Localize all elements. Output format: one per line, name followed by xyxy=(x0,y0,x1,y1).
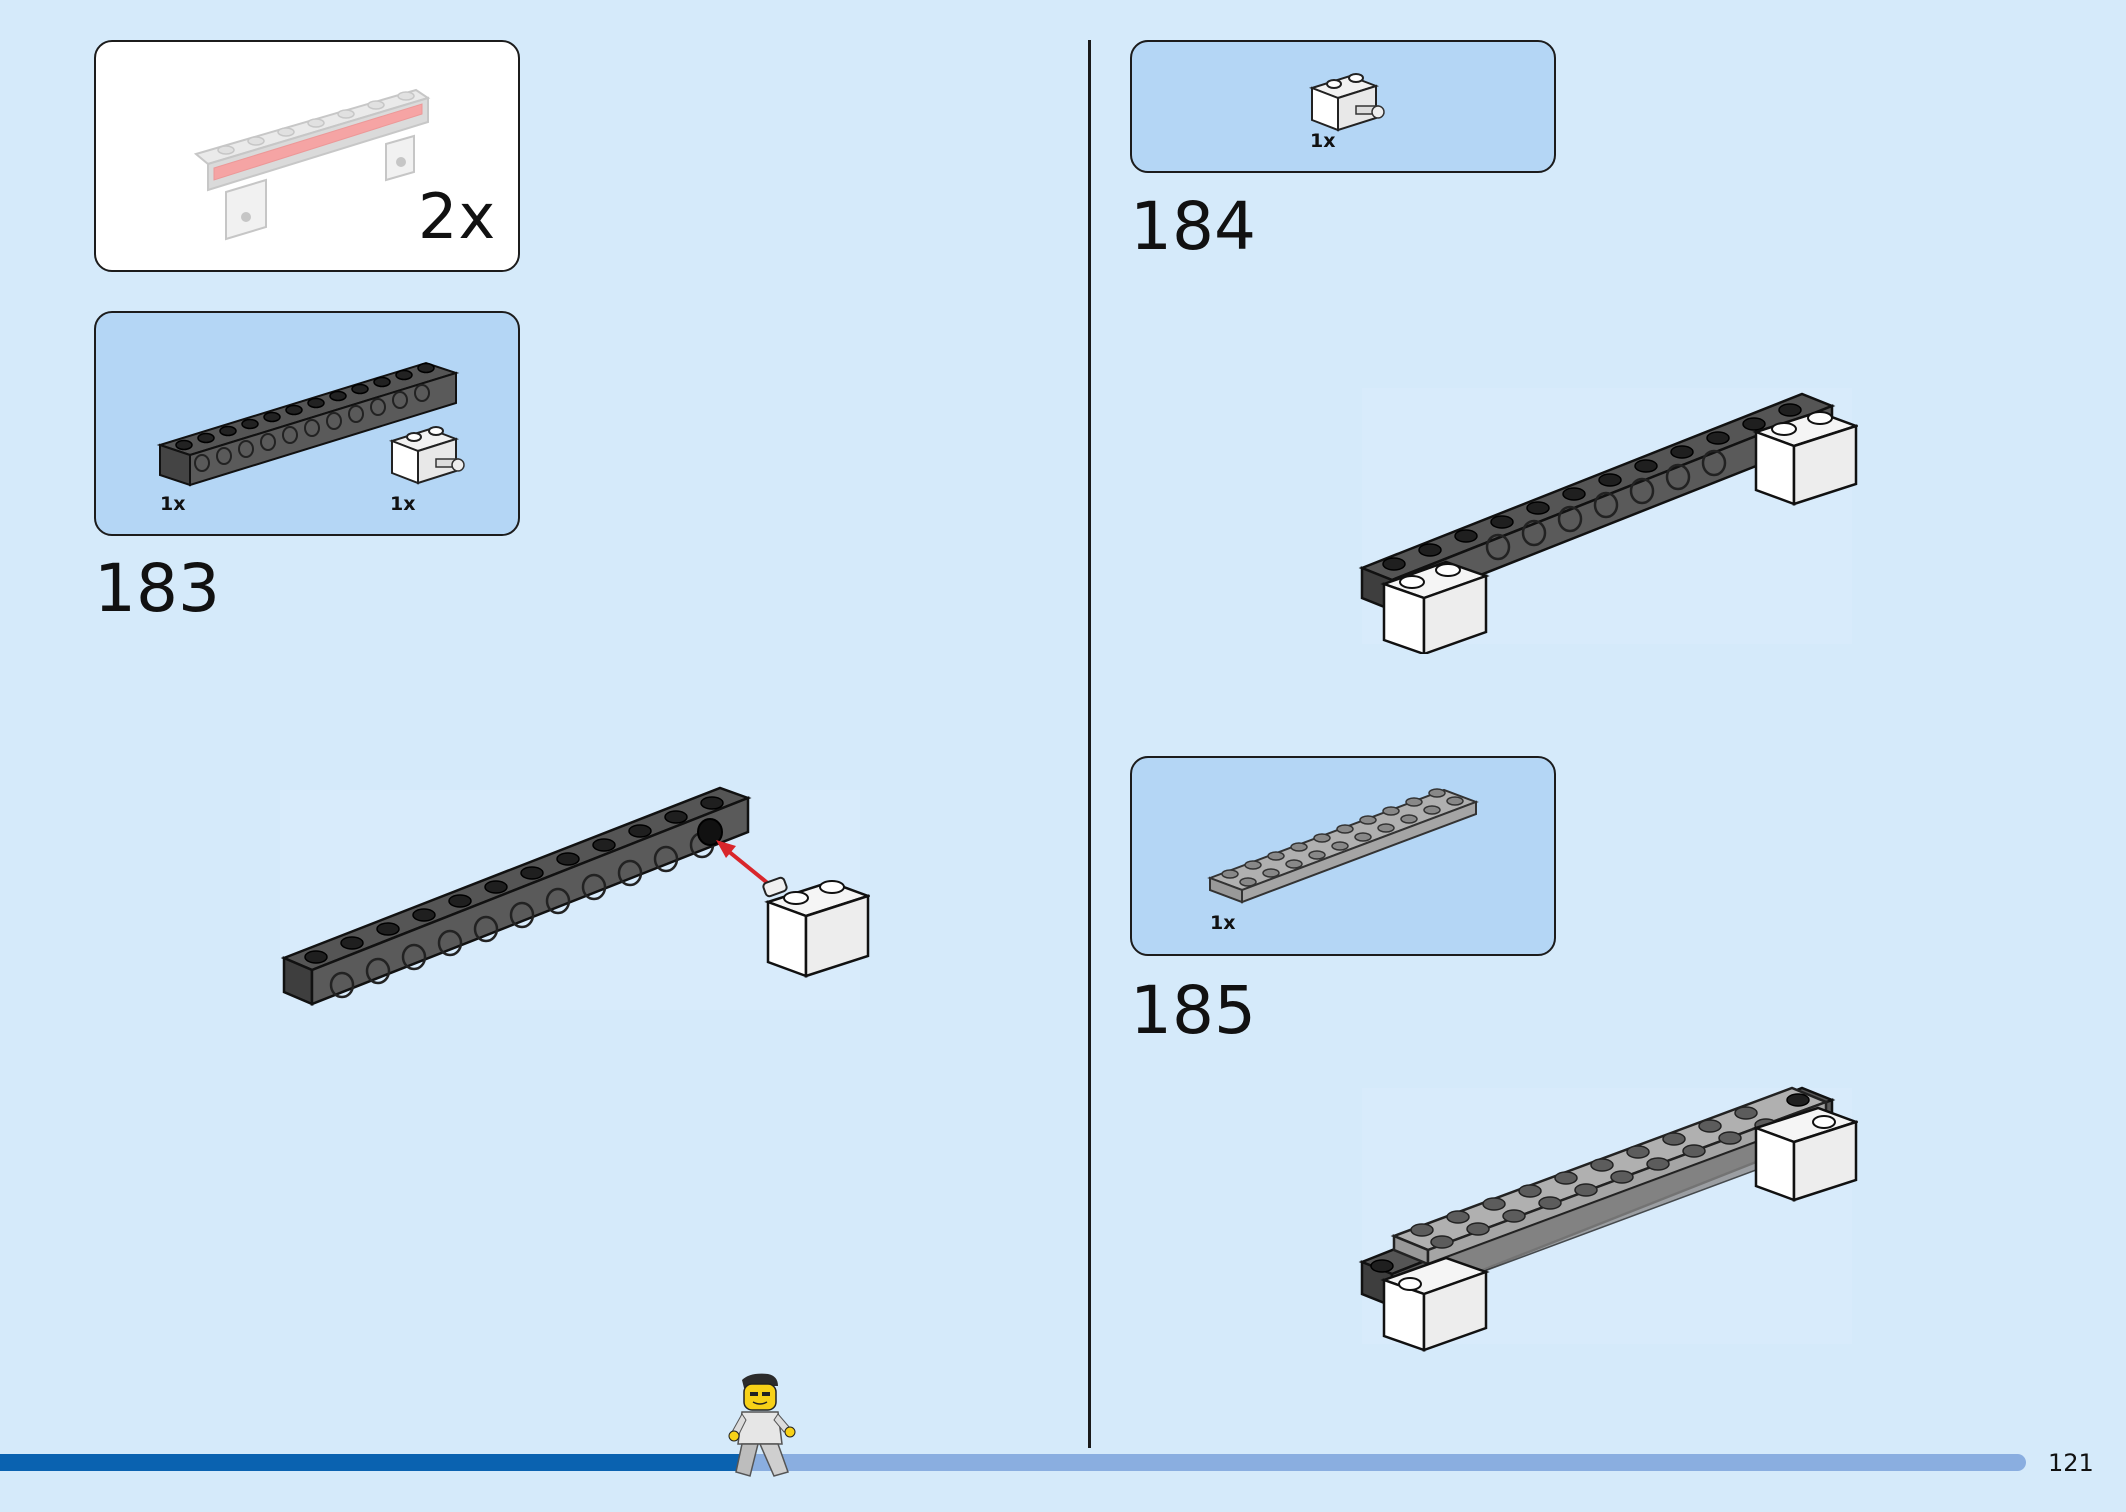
plate-part-image xyxy=(1207,788,1479,904)
parts-list-step-184: 1x xyxy=(1130,40,1556,173)
parts-images-step-184 xyxy=(1308,73,1385,132)
step-184-assembly-image xyxy=(1358,388,1858,654)
part-qty-pin-brick: 1x xyxy=(390,493,416,515)
submodel-callout: 2x xyxy=(94,40,520,272)
technic-brick-part-image xyxy=(156,361,460,487)
minifigure-icon xyxy=(728,1373,796,1477)
progress-bar-fill xyxy=(0,1454,750,1471)
step-number-185: 185 xyxy=(1130,972,1256,1049)
page-number: 121 xyxy=(2048,1449,2094,1477)
parts-list-step-185: 1x xyxy=(1130,756,1556,956)
step-number-183: 183 xyxy=(94,550,220,627)
part-qty-plate: 1x xyxy=(1210,912,1236,934)
parts-list-step-183: 1x 1x xyxy=(94,311,520,536)
submodel-preview-image xyxy=(193,88,431,241)
part-qty-technic-brick: 1x xyxy=(160,493,186,515)
step-185-assembly-image xyxy=(1358,1086,1858,1352)
submodel-multiplier: 2x xyxy=(418,180,497,253)
pin-brick-part-image xyxy=(388,426,465,485)
parts-images-step-183 xyxy=(156,361,465,487)
step-183-assembly-image xyxy=(280,786,870,1010)
pin-brick-part-image xyxy=(1308,73,1385,132)
part-qty-pin-brick: 1x xyxy=(1310,130,1336,152)
page-divider xyxy=(1088,40,1091,1448)
parts-images-step-185 xyxy=(1207,788,1479,904)
step-number-184: 184 xyxy=(1130,188,1256,265)
